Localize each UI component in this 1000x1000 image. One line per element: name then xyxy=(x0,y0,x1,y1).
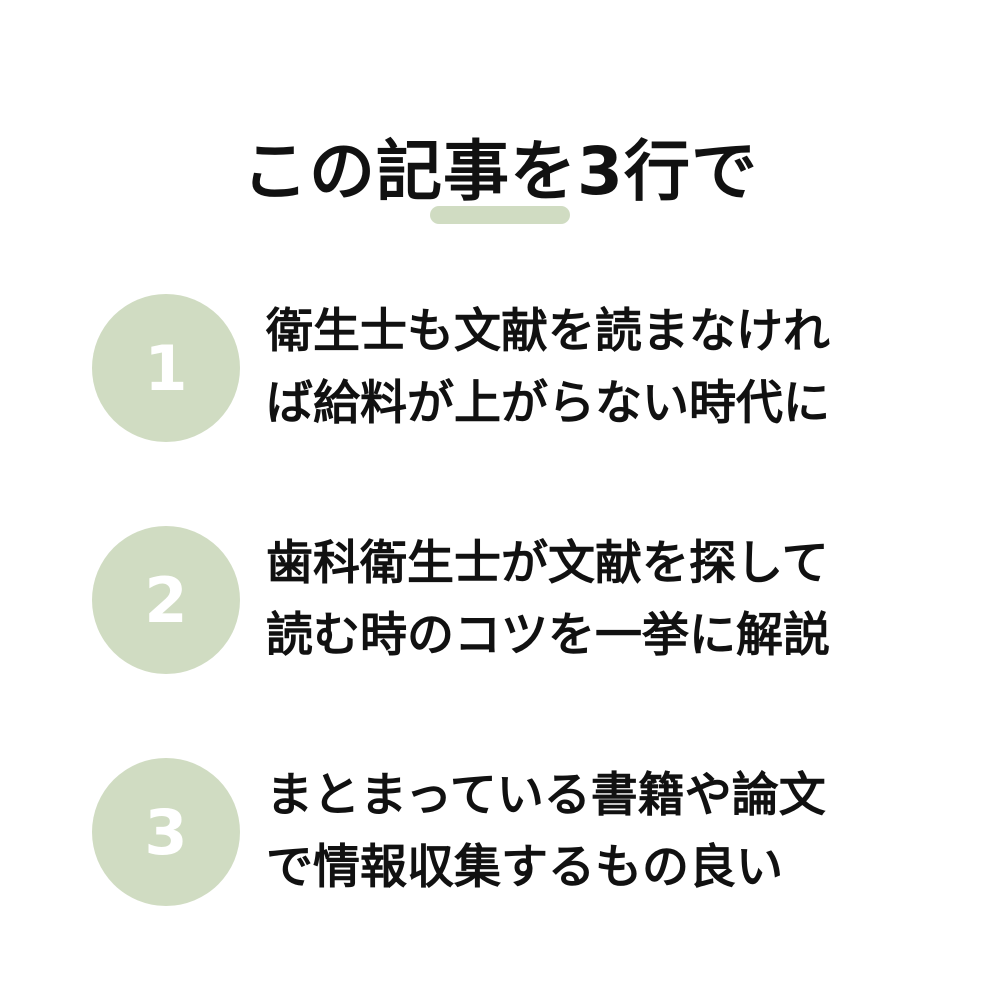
number-badge-1: 1 xyxy=(92,294,240,442)
summary-text-1-line-1: 衛生士も文献を読まなけれ xyxy=(266,304,830,359)
title-underline-bar xyxy=(430,206,570,224)
summary-text-2-line-1: 歯科衛生士が文献を探して xyxy=(266,536,829,591)
summary-item-1: 1 衛生士も文献を読まなけれ ば給料が上がらない時代に xyxy=(92,294,952,442)
summary-text-3-line-1: まとまっている書籍や論文 xyxy=(266,768,826,823)
number-badge-2: 2 xyxy=(92,526,240,674)
number-badge-3: 3 xyxy=(92,758,240,906)
summary-item-2: 2 歯科衛生士が文献を探して 読む時のコツを一挙に解説 xyxy=(92,526,952,674)
summary-text-2: 歯科衛生士が文献を探して 読む時のコツを一挙に解説 xyxy=(266,528,926,672)
summary-text-1-line-2: ば給料が上がらない時代に xyxy=(266,376,830,431)
summary-item-3: 3 まとまっている書籍や論文 で情報収集するもの良い xyxy=(92,758,952,906)
page-title: この記事を3行で xyxy=(242,133,758,211)
summary-text-3-line-2: で情報収集するもの良い xyxy=(266,840,783,895)
summary-text-3: まとまっている書籍や論文 で情報収集するもの良い xyxy=(266,760,926,904)
summary-text-1: 衛生士も文献を読まなけれ ば給料が上がらない時代に xyxy=(266,296,926,440)
summary-text-2-line-2: 読む時のコツを一挙に解説 xyxy=(266,608,830,663)
